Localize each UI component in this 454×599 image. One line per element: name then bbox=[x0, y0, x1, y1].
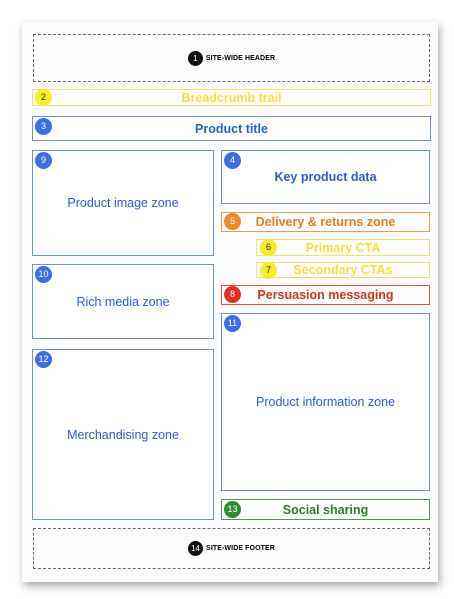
breadcrumb-zone: 2 Breadcrumb trail bbox=[32, 89, 431, 106]
zone-number-badge: 14 bbox=[188, 541, 204, 556]
merchandising-label: Merchandising zone bbox=[67, 427, 179, 442]
breadcrumb-label: Breadcrumb trail bbox=[181, 90, 282, 105]
page-layout-diagram: 1 SITE-WIDE HEADER 2 Breadcrumb trail 3 … bbox=[22, 22, 438, 582]
primary-cta-label: Primary CTA bbox=[305, 240, 381, 255]
primary-cta-zone: 6 Primary CTA bbox=[256, 239, 430, 256]
persuasion-messaging-zone: 8 Persuasion messaging bbox=[221, 285, 430, 305]
site-wide-header-zone: 1 SITE-WIDE HEADER bbox=[33, 34, 430, 82]
zone-number-badge: 9 bbox=[35, 152, 52, 169]
zone-number-badge: 1 bbox=[187, 50, 203, 66]
product-information-zone: 11 Product information zone bbox=[221, 313, 430, 491]
zone-number-badge: 11 bbox=[224, 315, 241, 332]
zone-number-badge: 2 bbox=[35, 89, 52, 106]
zone-number-badge: 3 bbox=[35, 118, 52, 135]
zone-number-badge: 13 bbox=[224, 501, 241, 518]
product-title-zone: 3 Product title bbox=[32, 116, 431, 141]
zone-number-badge: 8 bbox=[224, 286, 241, 303]
key-product-data-zone: 4 Key product data bbox=[221, 150, 430, 204]
product-title-label: Product title bbox=[195, 121, 268, 136]
secondary-ctas-zone: 7 Secondary CTAs bbox=[256, 262, 430, 279]
social-sharing-label: Social sharing bbox=[282, 502, 369, 517]
zone-number-badge: 5 bbox=[224, 213, 241, 230]
product-image-zone: 9 Product image zone bbox=[32, 150, 214, 256]
zone-number-badge: 12 bbox=[35, 351, 52, 368]
delivery-returns-label: Delivery & returns zone bbox=[255, 215, 396, 229]
persuasion-label: Persuasion messaging bbox=[257, 288, 394, 302]
site-wide-footer-zone: 14 SITE-WIDE FOOTER bbox=[33, 528, 430, 569]
zone-number-badge: 10 bbox=[35, 266, 52, 283]
header-label-row: 1 SITE-WIDE HEADER bbox=[187, 50, 276, 66]
footer-label: SITE-WIDE FOOTER bbox=[206, 545, 275, 552]
zone-number-badge: 4 bbox=[224, 152, 241, 169]
zone-number-badge: 7 bbox=[260, 262, 277, 279]
key-product-data-label: Key product data bbox=[274, 170, 377, 184]
delivery-returns-zone: 5 Delivery & returns zone bbox=[221, 212, 430, 232]
social-sharing-zone: 13 Social sharing bbox=[221, 499, 430, 520]
secondary-ctas-label: Secondary CTAs bbox=[293, 263, 393, 277]
product-image-label: Product image zone bbox=[67, 196, 179, 210]
rich-media-zone: 10 Rich media zone bbox=[32, 264, 214, 339]
product-information-label: Product information zone bbox=[256, 395, 395, 409]
rich-media-label: Rich media zone bbox=[76, 294, 170, 309]
header-label: SITE-WIDE HEADER bbox=[205, 54, 276, 62]
footer-label-row: 14 SITE-WIDE FOOTER bbox=[188, 541, 275, 556]
zone-number-badge: 6 bbox=[260, 239, 277, 256]
merchandising-zone: 12 Merchandising zone bbox=[32, 349, 214, 520]
